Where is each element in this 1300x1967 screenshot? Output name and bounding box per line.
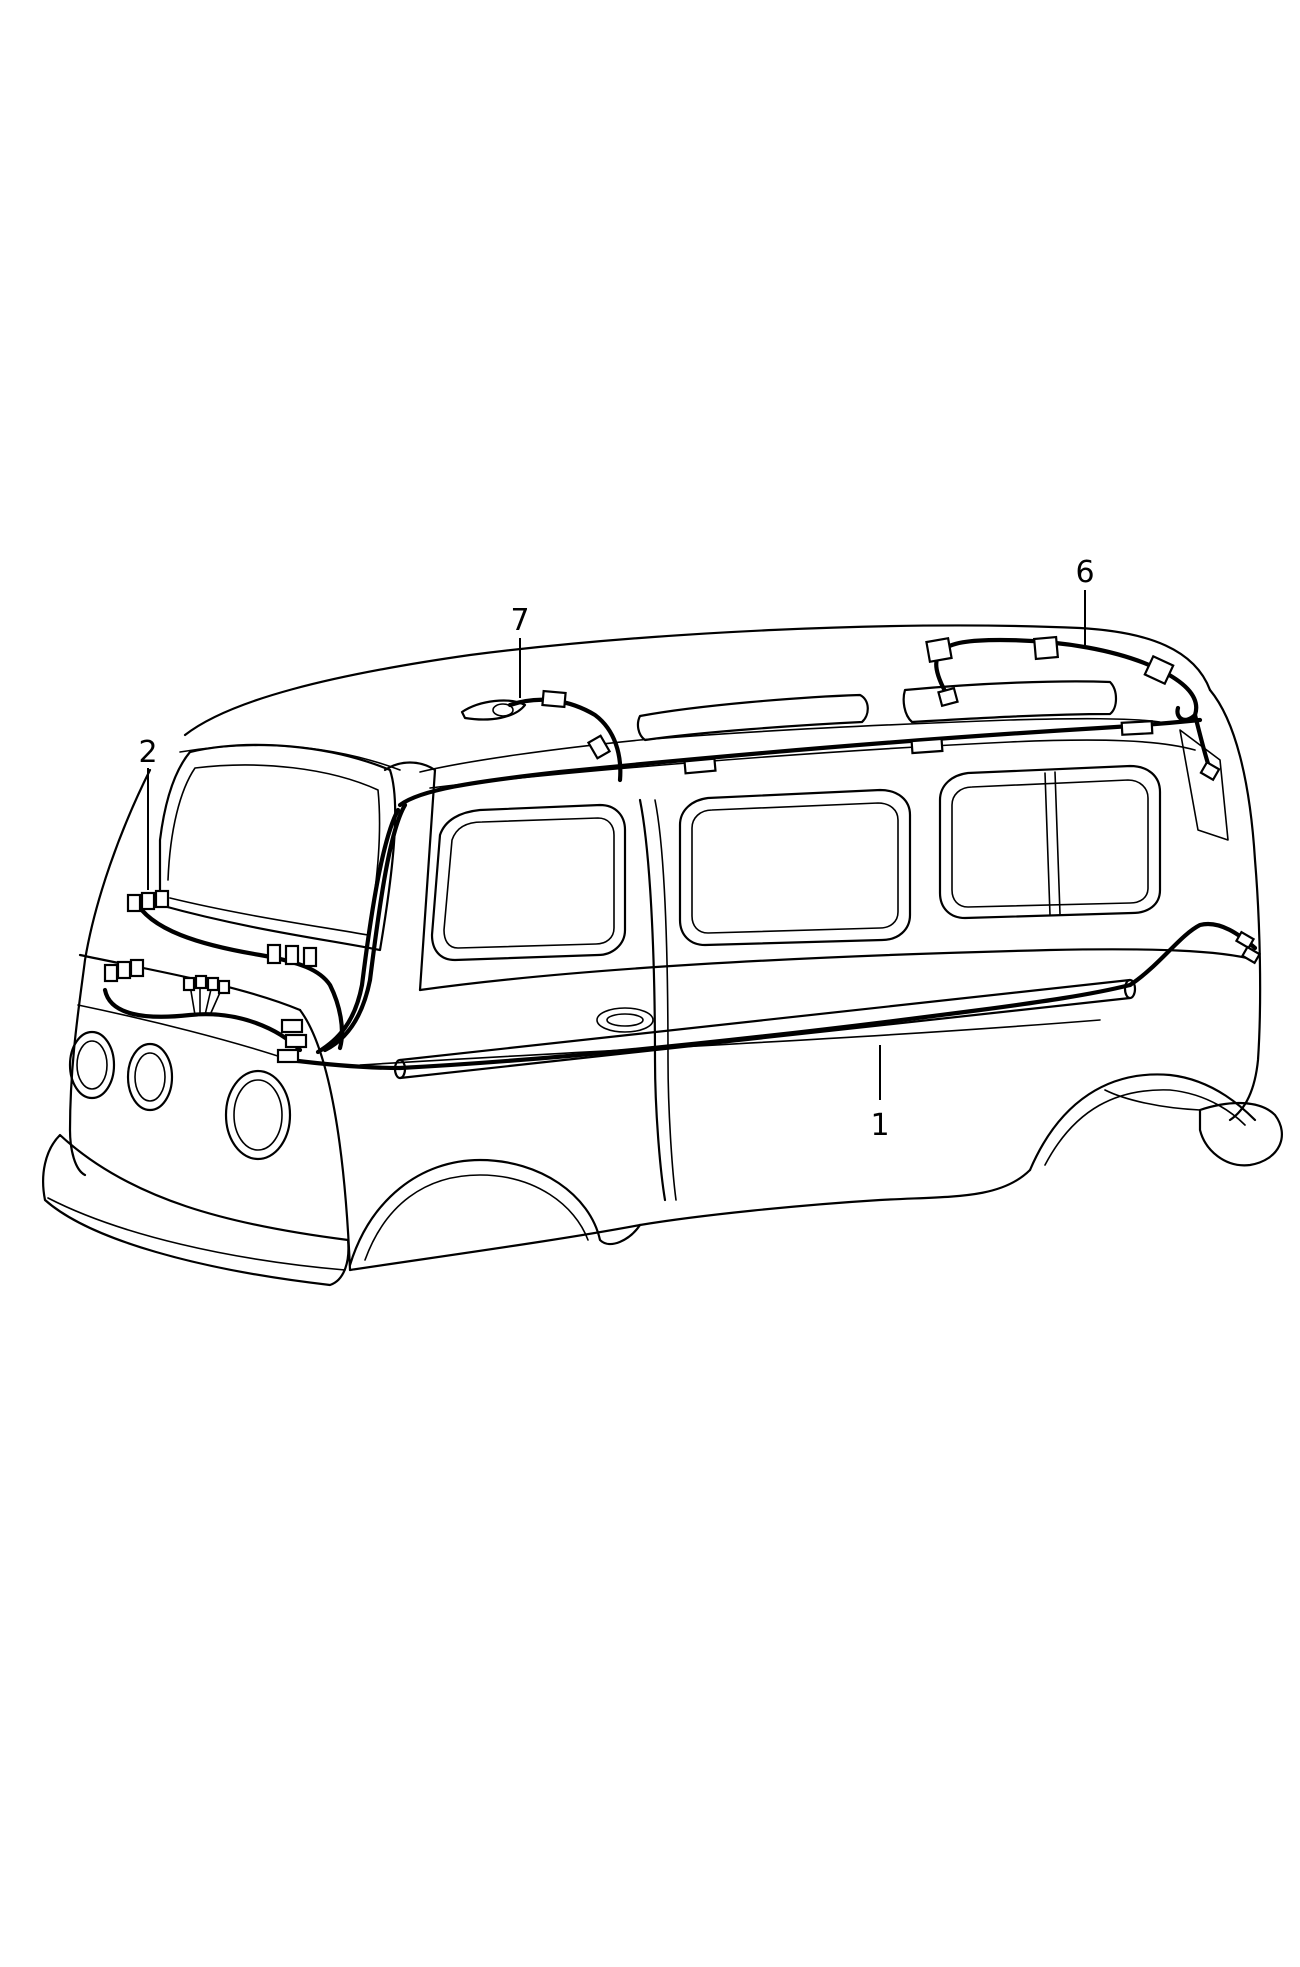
callout-labels: 1 2 6 7	[138, 555, 1094, 1143]
harness-6-end-connector	[937, 686, 959, 708]
door-handle	[596, 1007, 654, 1033]
rear-outline	[1208, 688, 1262, 1122]
rear-wheel-arch-inner	[1044, 1089, 1246, 1166]
roof-window-front	[636, 693, 869, 742]
rear-side-window-inner	[951, 779, 1149, 908]
headlight-left	[68, 1030, 116, 1100]
rear-window-divider-2	[1054, 771, 1061, 915]
door-window-inner	[691, 802, 899, 934]
rear-vent-panel	[1179, 729, 1229, 841]
harness-1-roof-run	[397, 717, 1203, 808]
rear-side-window	[938, 764, 1162, 920]
side-trim	[359, 1019, 1101, 1066]
door-handle-inner	[606, 1013, 644, 1027]
side-windows	[430, 680, 1162, 962]
harness-1-clip-a	[683, 757, 717, 775]
harness-2-upper-run	[132, 897, 345, 1051]
lower-sill-rear	[638, 1168, 1032, 1227]
harness-1-clip-b	[910, 737, 944, 755]
harness-1-main	[287, 717, 1262, 1080]
cab-window	[430, 803, 627, 962]
headlight-center	[126, 1042, 174, 1112]
rear-underbody	[1104, 1089, 1201, 1111]
harness-1-sill-conduit	[398, 978, 1132, 1080]
harness-2-connector-cluster-d	[182, 974, 231, 1016]
harness-7-clip-a	[541, 689, 567, 709]
a-pillar	[383, 761, 437, 992]
harness-1-conduit-end-rear	[1123, 978, 1137, 1000]
front-bumper	[42, 1133, 350, 1287]
rear-wheel-arch	[1028, 1073, 1257, 1172]
roof-window-rear	[902, 680, 1118, 724]
rear-window-divider	[1044, 772, 1051, 916]
harness-7-clip-b	[586, 734, 612, 760]
harness-7-dome-base	[460, 699, 527, 721]
harness-2-lower-run	[102, 987, 303, 1053]
cab-window-inner	[443, 817, 615, 949]
callout-label-7: 7	[510, 603, 529, 638]
roof-gutter	[419, 717, 1161, 773]
harness-2-connector-cluster-e	[276, 1018, 308, 1064]
front-wheel-arch	[348, 1158, 642, 1267]
harness-2-dash	[102, 889, 345, 1064]
harness-1-rear-arch-run	[1127, 921, 1258, 988]
sliding-door-front-edge	[638, 798, 667, 1202]
front-bumper-edge	[47, 1197, 346, 1271]
harness-2-connector-cluster-a	[126, 889, 170, 913]
callout-label-2: 2	[138, 735, 157, 770]
callout-leaders	[147, 590, 1086, 1100]
harness-1-rear-connectors	[1234, 930, 1262, 965]
rear-bumper	[1198, 1102, 1283, 1167]
headlight-right	[224, 1069, 292, 1161]
harness-6-rear-connector	[1199, 760, 1221, 782]
door-window	[678, 788, 912, 947]
van-body	[42, 624, 1283, 1287]
front-wheel-arch-inner	[364, 1174, 589, 1261]
callout-label-6: 6	[1075, 555, 1094, 590]
callout-label-1: 1	[870, 1108, 889, 1143]
lower-sill	[348, 1223, 642, 1272]
harness-6-clip-c	[1143, 654, 1175, 686]
harness-6-clip-a	[925, 636, 953, 664]
harness-1-conduit-end	[393, 1058, 407, 1080]
front-corner	[298, 1008, 352, 1272]
harness-1-clip-c	[1120, 720, 1154, 736]
harness-1-a-pillar-run	[322, 802, 408, 1053]
harness-1-sill-run	[287, 982, 1133, 1071]
harness-7-dome-lamp	[492, 703, 514, 717]
windshield-frame	[158, 743, 397, 952]
front-panel-crease	[77, 1004, 291, 1061]
side-belt-upper	[418, 948, 1257, 992]
roof-outline	[183, 624, 1212, 737]
harness-2-connector-cluster-c	[103, 958, 145, 983]
harness-7-roof-front	[460, 689, 623, 783]
harness-6-clip-b	[1032, 635, 1060, 661]
harness-1-a-pillar-run-2	[315, 807, 401, 1055]
windshield-divider	[179, 744, 401, 771]
harness-2-connector-cluster-b	[266, 943, 318, 968]
harness-7-run	[507, 697, 623, 783]
windshield-glass	[167, 764, 381, 936]
harness-6-roof-rear	[925, 635, 1221, 782]
